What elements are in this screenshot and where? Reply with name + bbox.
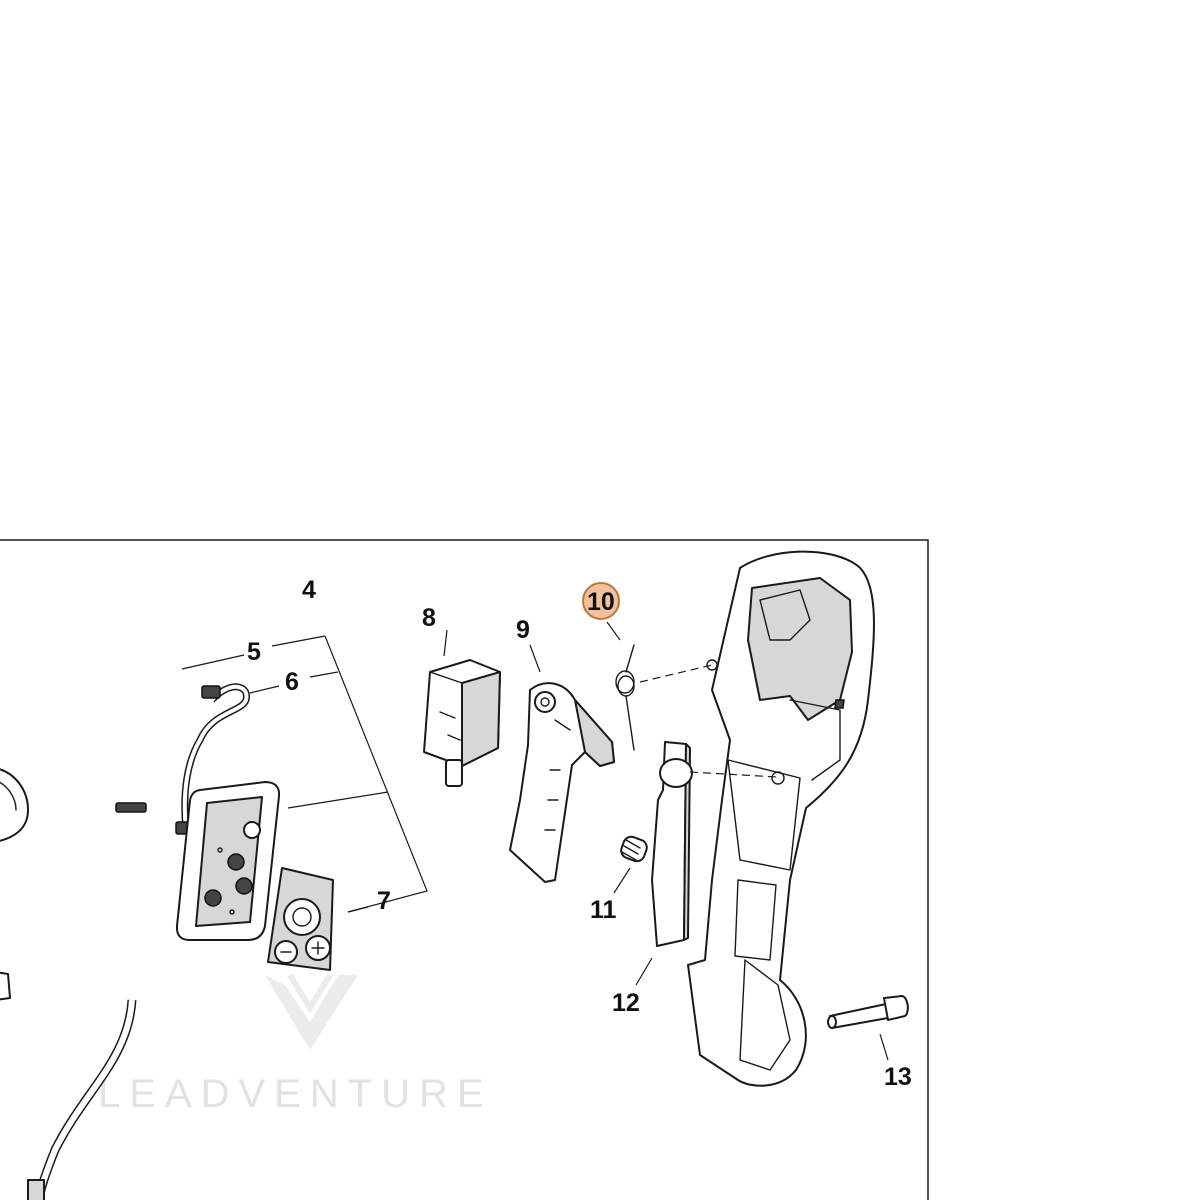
callout-6: 6 xyxy=(285,668,299,696)
watermark-text: LEADVENTURE xyxy=(98,1072,493,1116)
diagram-frame xyxy=(0,539,929,1200)
watermark: LEADVENTURE xyxy=(98,973,493,1116)
callouts: 4 5 6 7 8 9 10 11 12 13 xyxy=(247,576,912,1091)
callout-9: 9 xyxy=(516,616,530,644)
handle-housing xyxy=(687,550,875,1087)
watermark-logo-inner xyxy=(287,973,333,1014)
callout-11: 11 xyxy=(590,896,617,924)
callout-10: 10 xyxy=(587,588,615,616)
callout-4: 4 xyxy=(302,576,316,604)
part-11-compression-spring xyxy=(620,835,648,863)
callout-13: 13 xyxy=(884,1063,912,1091)
callout-10-highlight xyxy=(582,582,620,620)
leader-lines xyxy=(181,621,889,1061)
part-9-trigger xyxy=(509,682,615,883)
part-10-torsion-spring xyxy=(615,644,635,751)
part-12-lockout-lever xyxy=(651,741,693,947)
part-5-cable xyxy=(27,656,175,1200)
callout-8: 8 xyxy=(422,604,436,632)
part-13-screw xyxy=(827,995,909,1029)
part-6-wire xyxy=(175,683,250,835)
part-4-control-board xyxy=(175,781,281,941)
part-8-switch xyxy=(423,659,501,787)
callout-12: 12 xyxy=(612,989,640,1017)
callout-7: 7 xyxy=(377,887,391,915)
watermark-logo xyxy=(265,975,358,1050)
part-7-membrane-panel xyxy=(267,867,334,971)
callout-5: 5 xyxy=(247,638,261,666)
partial-housing-left xyxy=(0,768,29,1001)
